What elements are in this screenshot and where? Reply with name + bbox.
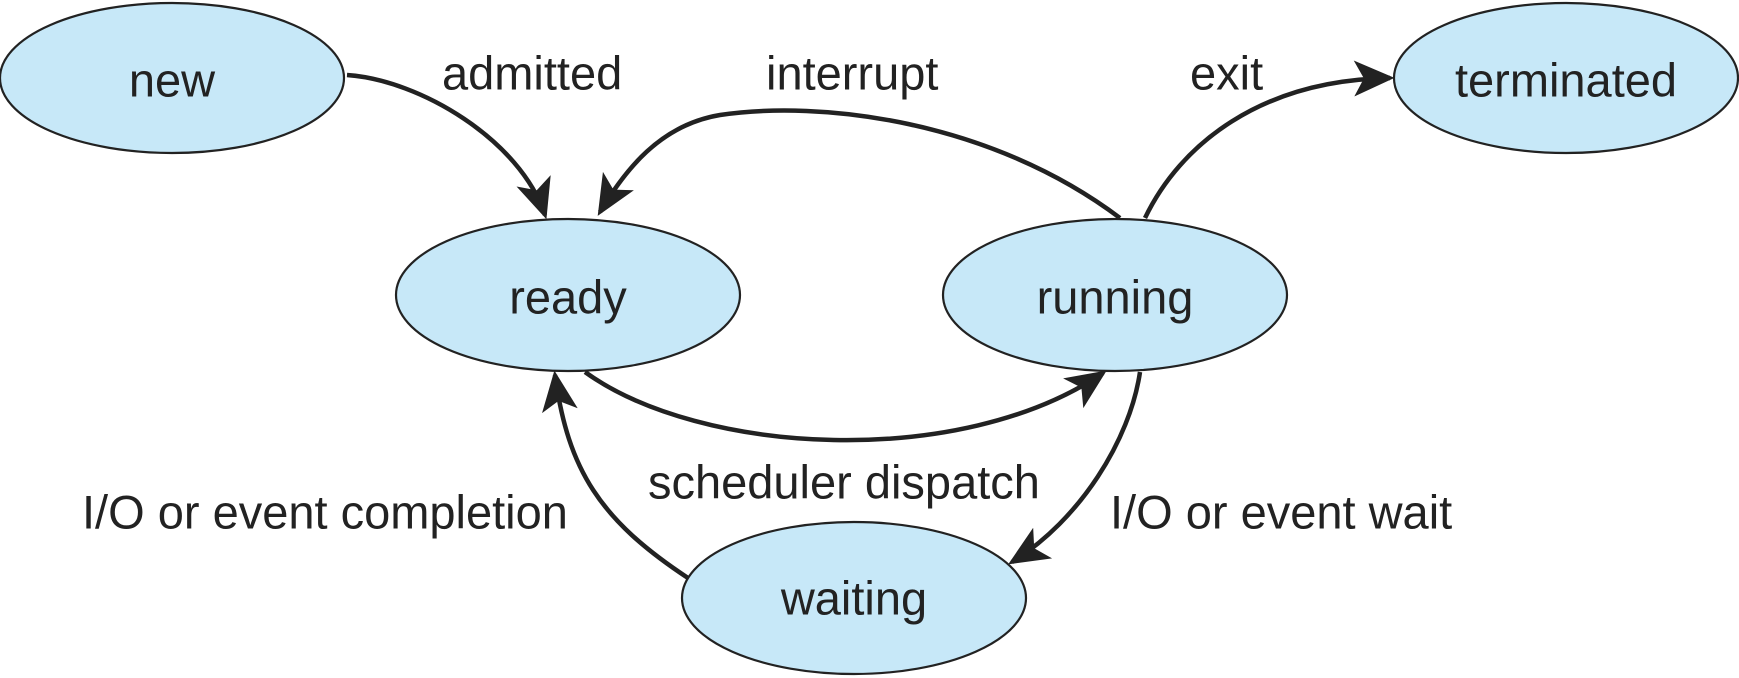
state-terminated-ellipse bbox=[1392, 1, 1739, 155]
state-terminated: terminated bbox=[1392, 1, 1739, 155]
label-admitted: admitted bbox=[442, 47, 622, 100]
state-ready-ellipse bbox=[394, 217, 742, 373]
state-running-label: running bbox=[1037, 271, 1194, 324]
edge-interrupt bbox=[597, 108, 1122, 220]
state-ready-label: ready bbox=[509, 271, 627, 324]
state-running-ellipse bbox=[941, 217, 1289, 373]
edge-exit bbox=[1142, 60, 1395, 219]
state-running: running bbox=[941, 217, 1289, 373]
state-new-ellipse bbox=[0, 1, 346, 155]
state-waiting: waiting bbox=[680, 520, 1028, 676]
label-scheduler-dispatch: scheduler dispatch bbox=[648, 456, 1040, 509]
state-waiting-ellipse bbox=[680, 520, 1028, 676]
state-new: new bbox=[0, 1, 346, 155]
label-interrupt: interrupt bbox=[766, 47, 938, 100]
edge-io-event-wait bbox=[1008, 371, 1143, 565]
label-io-event-wait: I/O or event wait bbox=[1110, 486, 1452, 539]
label-io-event-completion: I/O or event completion bbox=[82, 486, 568, 539]
state-ready: ready bbox=[394, 217, 742, 373]
edge-scheduler-dispatch bbox=[583, 370, 1107, 443]
edge-io-event-completion bbox=[542, 370, 690, 580]
state-waiting-label: waiting bbox=[780, 572, 927, 625]
state-terminated-label: terminated bbox=[1455, 54, 1677, 107]
label-exit: exit bbox=[1190, 47, 1263, 100]
edge-admitted bbox=[346, 72, 551, 220]
state-new-label: new bbox=[129, 54, 216, 107]
